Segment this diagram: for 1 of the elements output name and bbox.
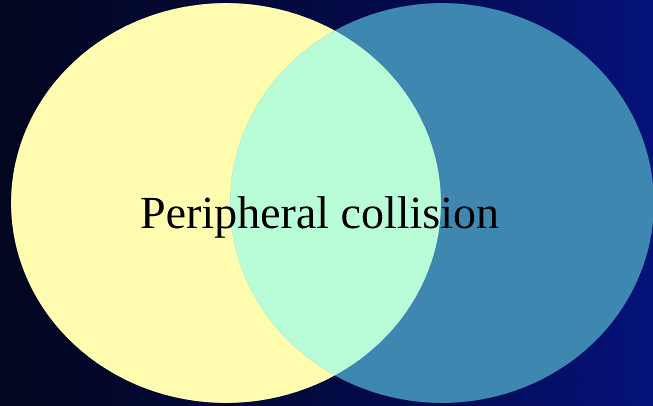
venn-label: Peripheral collision	[140, 186, 499, 239]
